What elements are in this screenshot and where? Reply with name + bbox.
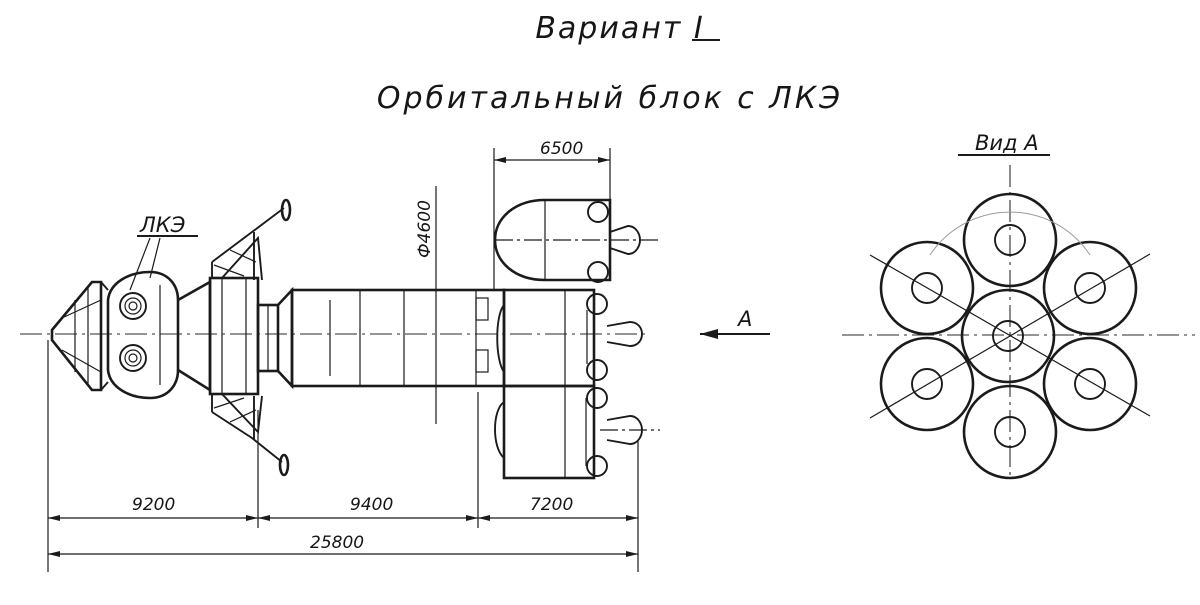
top-width-label: 6500 — [540, 139, 583, 159]
nose-cone — [50, 280, 109, 392]
lke-module — [106, 270, 212, 400]
diameter-label: Ф4600 — [415, 200, 435, 258]
tank-bottom — [962, 384, 1058, 480]
side-view: ЛКЭ — [20, 139, 770, 572]
landing-leg-lower — [211, 393, 290, 477]
view-a-arrow: А — [700, 307, 770, 339]
interstage-neck — [256, 286, 294, 390]
upper-tank — [493, 198, 660, 283]
tank-center — [960, 288, 1056, 384]
view-a: Вид А — [842, 131, 1195, 480]
drawing-title: Вариант I — [535, 11, 704, 46]
lke-leader-2 — [149, 237, 161, 279]
middle-block — [496, 288, 643, 388]
lke-label: ЛКЭ — [139, 213, 186, 237]
tank-lower-left — [879, 336, 975, 432]
arrow-a-label: А — [736, 307, 752, 331]
dim-7200: 7200 — [530, 495, 573, 515]
view-a-diagonal-2 — [869, 253, 1151, 419]
dim-9200: 9200 — [132, 495, 175, 515]
diameter-dimension: Ф4600 — [415, 186, 442, 424]
tank-upper-left — [879, 240, 975, 336]
top-width-dimension: 6500 — [493, 139, 611, 290]
tank-top — [962, 192, 1058, 288]
view-a-label: Вид А — [975, 131, 1039, 155]
view-a-pitch-circle — [929, 211, 1091, 256]
dim-25800: 25800 — [310, 533, 364, 553]
tank-lower-right — [1042, 336, 1138, 432]
central-body — [290, 288, 506, 388]
length-dimensions: 9200 9400 7200 25800 — [47, 340, 639, 572]
drawing-subtitle: Орбитальный блок с ЛКЭ — [377, 81, 843, 116]
tank-upper-right — [1042, 240, 1138, 336]
landing-leg-upper — [211, 198, 292, 281]
lke-leader-1 — [129, 237, 151, 291]
landing-stage — [208, 262, 260, 412]
lower-tank — [494, 384, 660, 480]
dim-9400: 9400 — [350, 495, 393, 515]
